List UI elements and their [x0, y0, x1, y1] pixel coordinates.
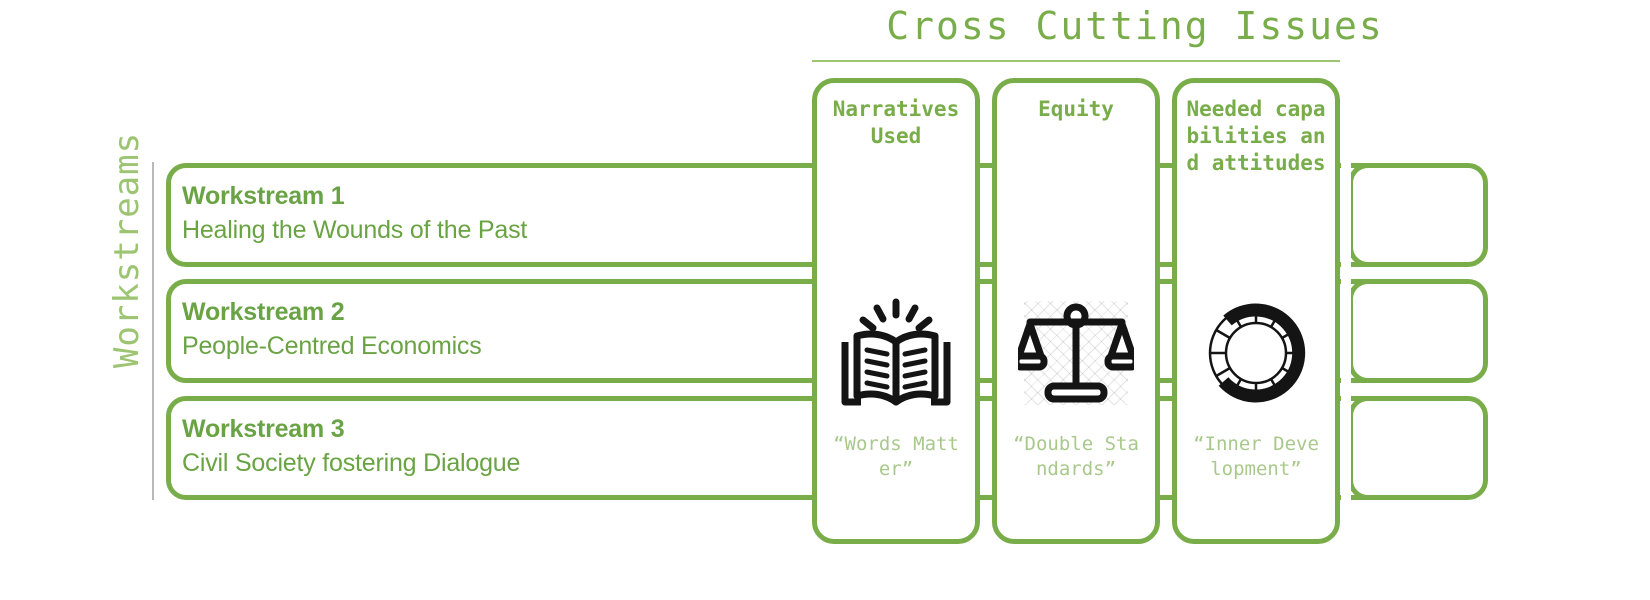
title-divider [812, 60, 1340, 62]
workstream-subtitle: Civil Society fostering Dialogue [182, 448, 521, 477]
workstream-1-text: Workstream 1 Healing the Wounds of the P… [182, 180, 782, 248]
row-cap-mask [1341, 396, 1351, 500]
workstream-subtitle: People-Centred Economics [182, 331, 482, 360]
workstream-subtitle: Healing the Wounds of the Past [182, 215, 528, 244]
workstream-row-end-cap [1348, 279, 1488, 383]
segmented-donut-icon [1177, 288, 1335, 418]
column-heading: Needed capabilities and attitudes [1186, 97, 1326, 175]
workstreams-axis-label: Workstreams [107, 131, 147, 369]
workstreams-axis-line [152, 162, 154, 500]
cross-cutting-column-capabilities[interactable]: Needed capabilities and attitudes [1172, 78, 1340, 544]
cross-cutting-column-narratives[interactable]: Narratives Used [812, 78, 980, 544]
column-quote: “Double Standards” [1013, 433, 1139, 480]
column-heading: Narratives Used [832, 97, 960, 148]
workstream-title: Workstream 3 [182, 415, 345, 443]
balance-scale-icon [997, 288, 1155, 418]
cross-cutting-issues-title: Cross Cutting Issues [886, 4, 1384, 48]
column-quote: “Words Matter” [833, 433, 959, 480]
row-cap-mask [1341, 163, 1351, 267]
workstream-2-text: Workstream 2 People-Centred Economics [182, 296, 782, 364]
workstream-row-end-cap [1348, 163, 1488, 267]
cross-cutting-column-equity[interactable]: Equity [992, 78, 1160, 544]
workstream-3-text: Workstream 3 Civil Society fostering Dia… [182, 413, 782, 481]
workstream-title: Workstream 2 [182, 298, 345, 326]
workstream-title: Workstream 1 [182, 182, 345, 210]
row-cap-mask [1341, 279, 1351, 383]
workstream-row-end-cap [1348, 396, 1488, 500]
open-book-icon [817, 288, 975, 418]
column-quote: “Inner Development” [1193, 433, 1319, 480]
column-heading: Equity [1038, 97, 1114, 121]
